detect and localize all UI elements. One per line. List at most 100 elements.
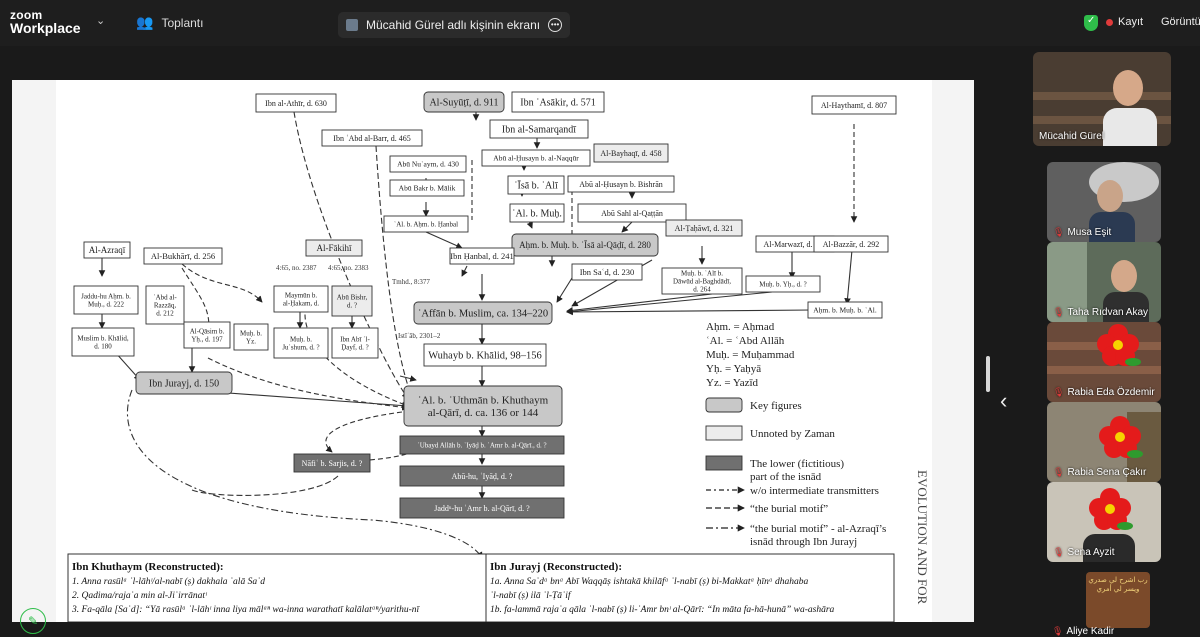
mic-muted-icon: 🎙 bbox=[1053, 467, 1065, 477]
diagram-node: ʿAl. b. Aḥm. b. Ḥanbal bbox=[383, 215, 469, 233]
diagram-node-label: Ibn Jurayj, d. 150 bbox=[149, 379, 219, 390]
citation-label: 4:65, no. 2387 bbox=[276, 264, 317, 272]
legend-label: “the burial motif” - al-Azraqī’s bbox=[750, 523, 886, 535]
panel-title: Ibn Jurayj (Reconstructed): bbox=[490, 561, 622, 573]
panel-line: 3. Fa-qāla [Saʿd]: “Yā rasūlᵃ ʾl-lāhᶦ in… bbox=[71, 604, 420, 615]
diagram-node-label: Al-Marwazī, d. 294 bbox=[763, 240, 826, 249]
diagram-node: ʿAffān b. Muslim, ca. 134–220 bbox=[413, 301, 553, 325]
collapse-gallery-icon[interactable]: ‹ bbox=[1000, 388, 1008, 413]
diagram-node-label: Dāwūd al-Baghdādī, bbox=[673, 277, 731, 285]
diagram-node: Al-Bazzār, d. 292 bbox=[813, 235, 889, 253]
diagram-node-label: Al-Bukhārī, d. 256 bbox=[151, 251, 215, 261]
mic-muted-icon: 🎙 bbox=[1053, 227, 1065, 237]
screen-share-pill[interactable]: Mücahid Gürel adlı kişinin ekranı ••• bbox=[338, 12, 571, 38]
legend-swatch bbox=[705, 455, 743, 471]
diagram-node-label: ʿĪsā b. ʿAlī bbox=[514, 181, 558, 192]
security-shield-icon[interactable] bbox=[1084, 15, 1098, 31]
diagram-node: Abū al-Ḥusayn b. Bishrān bbox=[567, 175, 675, 193]
annotate-pen-icon[interactable]: ✎ bbox=[20, 608, 46, 634]
diagram-node: Muslim b. Khālid,d. 180 bbox=[71, 327, 135, 357]
abbreviation-item: Muḥ. = Muḥammad bbox=[706, 349, 795, 361]
meeting-menu[interactable]: 👥 Toplantı bbox=[136, 14, 204, 30]
diagram-node-label: Al-Haythamī, d. 807 bbox=[821, 101, 887, 110]
diagram-node: Ibn ʿAsākir, d. 571 bbox=[511, 91, 605, 113]
panel-title: Ibn Khuthaym (Reconstructed): bbox=[72, 561, 224, 573]
diagram-node: Al-Bayhaqī, d. 458 bbox=[593, 143, 669, 163]
more-options-icon[interactable]: ••• bbox=[548, 18, 563, 32]
diagram-node-label: Abū Sahl al-Qaṭṭān bbox=[601, 209, 663, 218]
diagram-node: Abū al-Ḥusayn b. al-Naqqūr bbox=[481, 149, 591, 167]
participant-avatar-image[interactable]: رب اشرح لي صدري ويسر لي أمري bbox=[1086, 572, 1150, 628]
abbreviation-item: Yḥ. = Yaḥyā bbox=[706, 363, 761, 375]
diagram-node: Muḥ. b.Yz. bbox=[233, 323, 269, 351]
diagram-node-label: Abū-hu, ʿIyāḍ, d. ? bbox=[452, 472, 513, 481]
diagram-node-label: ʿAbd al- bbox=[153, 293, 177, 301]
diagram-node: Nāfiʿ b. Sarjis, d. ? bbox=[293, 453, 371, 473]
diagram-node-label: ʿUbayd Allāh b. ʿIyāḍ b. ʿAmr b. al-Qārī… bbox=[417, 441, 546, 449]
diagram-node: Ibn Jurayj, d. 150 bbox=[135, 371, 233, 395]
shared-screen: EVOLUTION AND FOR bbox=[12, 80, 974, 622]
diagram-node-label: Ibn Saʿd, d. 230 bbox=[580, 267, 635, 277]
diagram-node: Muḥ. b.Juʿshum, d. ? bbox=[273, 327, 329, 359]
participant-body bbox=[1083, 534, 1135, 562]
participant-tile[interactable]: 🎙Sena Ayzit bbox=[1047, 482, 1161, 562]
diagram-node: Al-Haythamī, d. 807 bbox=[811, 95, 897, 115]
diagram-node: Ibn Ḥanbal, d. 241 bbox=[449, 247, 515, 265]
participant-tile[interactable]: 🎙Rabia Sena Çakır bbox=[1047, 402, 1161, 482]
avatar-mini-icon bbox=[346, 19, 358, 31]
diagram-node-label: Ibn al-Athīr, d. 630 bbox=[265, 99, 327, 108]
view-menu[interactable]: Görüntü bbox=[1161, 16, 1200, 28]
diagram-node-label: Wuhayb b. Khālid, 98–156 bbox=[428, 351, 542, 362]
participant-tile[interactable]: 🎙Musa Eşit bbox=[1047, 162, 1161, 242]
diagram-node-label: Muḥ. b. Yḥ., d. ? bbox=[759, 280, 806, 288]
diagram-node-label: Al-Qāsim b. bbox=[190, 327, 225, 335]
diagram-node: Ibn Abī ʾl-Ḍayf, d. ? bbox=[331, 327, 379, 359]
diagram-node-label: d. 212 bbox=[156, 310, 174, 318]
zoom-logo[interactable]: zoom Workplace bbox=[10, 8, 81, 36]
diagram-node-label: Jaddu-hu Aḥm. b. bbox=[81, 292, 131, 300]
panel-resize-handle[interactable] bbox=[986, 356, 990, 392]
diagram-node-label: al-Qārī, d. ca. 136 or 144 bbox=[428, 407, 539, 419]
abbreviation-item: ʿAl. = ʿAbd Allāh bbox=[706, 335, 785, 347]
participant-tile[interactable]: 🎙Rabia Eda Özdemir bbox=[1047, 322, 1161, 402]
participant-name: 🎙Rabia Eda Özdemir bbox=[1053, 387, 1155, 398]
citation-label: 4:65, no. 2383 bbox=[328, 264, 369, 272]
diagram-node: Abū Sahl al-Qaṭṭān bbox=[577, 203, 687, 223]
diagram-node: Ibn al-Athīr, d. 630 bbox=[255, 93, 337, 113]
chevron-down-icon[interactable]: ⌄ bbox=[96, 15, 106, 27]
diagram-node-label: Abū al-Ḥusayn b. Bishrān bbox=[579, 180, 663, 189]
recording-indicator[interactable]: Kayıt bbox=[1106, 16, 1143, 28]
diagram-node: Al-Fākihī bbox=[305, 239, 363, 257]
diagram-node: Muḥ. b. Yḥ., d. ? bbox=[745, 275, 821, 293]
flower-sticker-icon bbox=[1099, 416, 1143, 458]
participant-tile[interactable]: Mücahid Gürel bbox=[1033, 52, 1171, 146]
participant-name: 🎙Musa Eşit bbox=[1053, 227, 1112, 238]
diagram-node-label: Ibn al-Samarqandī bbox=[502, 125, 576, 136]
diagram-node-label: Muḥ., d. 222 bbox=[88, 300, 124, 308]
participant-tile[interactable]: 🎙Taha Rıdvan Akay bbox=[1047, 242, 1161, 322]
bookshelf bbox=[1033, 92, 1171, 100]
diagram-node-label: Nāfiʿ b. Sarjis, d. ? bbox=[302, 459, 363, 468]
diagram-node-label: Juʿshum, d. ? bbox=[282, 343, 319, 351]
legend-swatch bbox=[705, 425, 743, 441]
participant-name: 🎙Aliye Kadir bbox=[1052, 626, 1115, 637]
diagram-node-label: ʿAl. b. Muḥ. bbox=[512, 209, 562, 220]
diagram-node: Abū Bakr b. Mālik bbox=[389, 179, 465, 197]
legend-label: The lower (fictitious) bbox=[750, 458, 844, 470]
diagram-node-label: Yz. bbox=[246, 337, 256, 345]
panel-line: 1b. fa-lammā rajaʿa qāla ʾl-nabī (ṣ) li-… bbox=[490, 604, 835, 615]
diagram-node: Abū Bishr,d. ? bbox=[331, 285, 373, 317]
legend-label: w/o intermediate transmitters bbox=[750, 485, 879, 497]
diagram-node-label: al-Ḥakam, d. bbox=[283, 299, 320, 307]
participant-name: 🎙Sena Ayzit bbox=[1053, 547, 1115, 558]
diagram-node: Aḥm. b. Muḥ. b. ʿĪsā al-Qāḍī, d. 280 bbox=[511, 233, 659, 257]
legend-label: isnād through Ibn Jurayj bbox=[750, 536, 857, 548]
diagram-node-label: Abū Nuʿaym, d. 430 bbox=[397, 160, 459, 169]
citation-label: Istīʿāb, 2301–2 bbox=[398, 332, 441, 340]
isnad-diagram: EVOLUTION AND FOR bbox=[12, 80, 974, 622]
bookshelf bbox=[1033, 116, 1171, 124]
panel-line: 1. Anna rasūlᵃ ʾl-lāhᶦ/al-nabī (ṣ) dakha… bbox=[72, 576, 265, 587]
panel-line: ʾl-nabī (ṣ) ilā ʾl-Ṭāʾif bbox=[490, 590, 572, 601]
diagram-node-label: Abū Bishr, bbox=[337, 293, 368, 301]
participant-name: 🎙Rabia Sena Çakır bbox=[1053, 467, 1147, 478]
